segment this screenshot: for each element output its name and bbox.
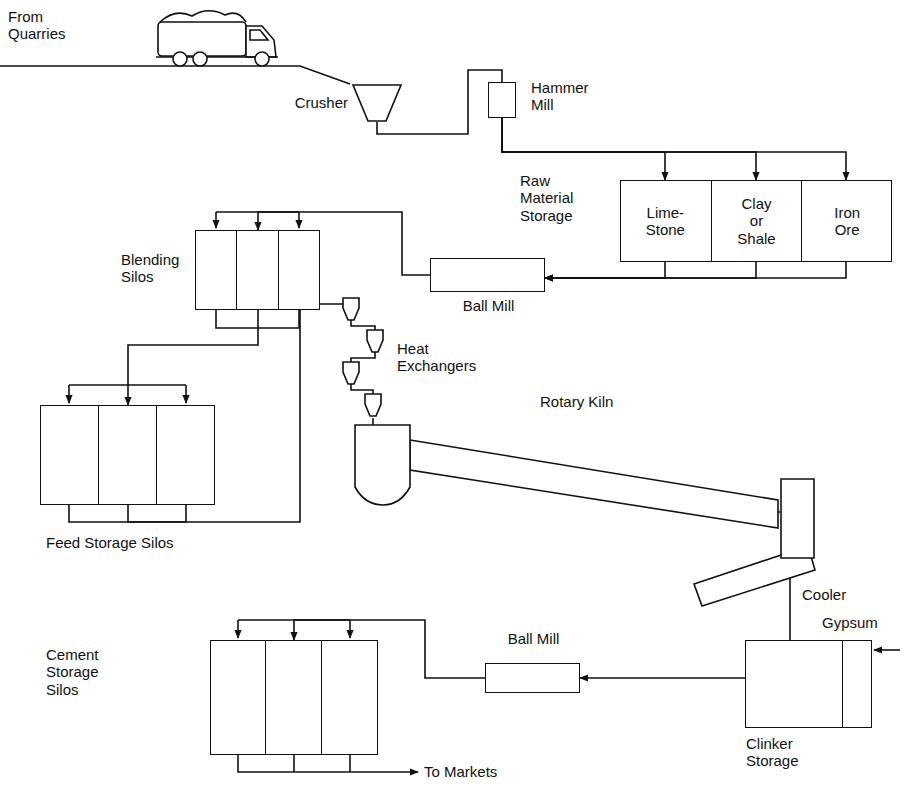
clinker-cooler-outline — [780, 478, 815, 578]
feed-arrow — [68, 385, 70, 403]
ball-mill: Ball Mill — [430, 258, 545, 292]
cooler-hood — [781, 479, 814, 558]
bin-wall — [842, 641, 843, 727]
flow-line — [789, 578, 791, 640]
truck-wheel — [173, 52, 187, 66]
road-line — [0, 66, 350, 84]
rotary-kiln: Rotary Kiln — [355, 425, 778, 532]
equipment-label: Cooler — [802, 586, 862, 603]
equipment-label: Rotary Kiln — [540, 393, 640, 410]
flow-line — [545, 262, 756, 278]
silo-wall — [98, 406, 99, 504]
hammer-mill: Hammer Mill — [488, 82, 516, 118]
equipment-label: Ball Mill — [431, 297, 546, 314]
feed-arrow — [237, 620, 239, 638]
hopper-outline — [353, 85, 401, 121]
cyclone-stack-outline — [343, 296, 387, 418]
cyclone — [367, 330, 383, 352]
silo-wall — [236, 231, 237, 309]
flow-line — [377, 70, 502, 134]
truck-wheel — [255, 52, 269, 66]
source-label: From Quarries — [8, 8, 88, 43]
compartment-label: Lime- Stone — [642, 204, 688, 239]
flow-line — [128, 310, 258, 405]
silo-group: Feed Storage Silos — [40, 405, 215, 505]
silo-wall — [278, 231, 279, 309]
storage-compartment: Clay or Shale — [711, 180, 802, 262]
truck-load — [160, 11, 246, 22]
storage-compartment: Iron Ore — [801, 180, 892, 262]
equipment-label: Cement Storage Silos — [46, 646, 121, 698]
equipment-label: Ball Mill — [486, 630, 581, 647]
flow-line — [545, 262, 665, 278]
feed-arrow — [298, 212, 300, 228]
flow-line — [502, 118, 756, 180]
flow-line — [372, 418, 374, 425]
additive-label: Gypsum — [822, 614, 892, 631]
clinker-cooler: Cooler — [780, 478, 815, 578]
truck-bed — [158, 22, 246, 56]
market-arrow — [350, 771, 418, 773]
storage-compartment: Lime- Stone — [620, 180, 711, 262]
silo-wall — [265, 641, 266, 754]
cyclone — [365, 394, 381, 416]
feed-arrow — [185, 385, 187, 403]
connectors — [128, 70, 846, 678]
equipment-label: Blending Silos — [121, 251, 191, 286]
crusher-outline — [352, 84, 402, 122]
equipment-label: Feed Storage Silos — [46, 534, 296, 551]
equipment-label: Hammer Mill — [531, 79, 595, 114]
dump-truck — [156, 11, 278, 66]
crusher: Crusher — [352, 84, 402, 122]
flow-line — [502, 118, 846, 180]
truck-wheel — [193, 52, 207, 66]
truck-window — [250, 30, 268, 40]
feed-arrow — [215, 212, 217, 228]
flow-line — [502, 118, 665, 180]
clinker-bin: Clinker Storage — [745, 640, 872, 728]
silo-group: Blending Silos — [195, 230, 320, 310]
gypsum-arrow — [874, 649, 900, 651]
destination-label: To Markets — [424, 763, 534, 780]
cyclone-duct — [351, 384, 373, 394]
compartment-label: Clay or Shale — [733, 195, 779, 247]
discharge-pipe — [238, 755, 350, 772]
equipment-label: Raw Material Storage — [520, 172, 592, 224]
cyclone-stack: Heat Exchangers — [343, 296, 387, 418]
cyclone-duct — [351, 320, 375, 330]
cyclone-duct — [351, 352, 375, 362]
kiln-hood — [355, 425, 410, 505]
rotary-kiln-outline — [355, 425, 778, 532]
flow-line — [580, 677, 745, 679]
silo-wall — [321, 641, 322, 754]
kiln-tube — [410, 440, 778, 528]
equipment-label: Clinker Storage — [746, 735, 826, 770]
equipment-label: Heat Exchangers — [397, 340, 492, 375]
layout-lines — [0, 11, 900, 772]
storage-bin: Raw Material StorageLime- StoneClay or S… — [620, 180, 892, 262]
cyclone — [343, 362, 359, 384]
equipment-label: Crusher — [270, 94, 348, 111]
flow-line — [545, 262, 846, 278]
ball-mill: Ball Mill — [485, 663, 580, 693]
feed-arrow — [349, 620, 351, 638]
cyclone — [343, 298, 359, 320]
silo-group: Cement Storage Silos — [210, 640, 378, 755]
silo-wall — [156, 406, 157, 504]
compartment-label: Iron Ore — [824, 204, 870, 239]
